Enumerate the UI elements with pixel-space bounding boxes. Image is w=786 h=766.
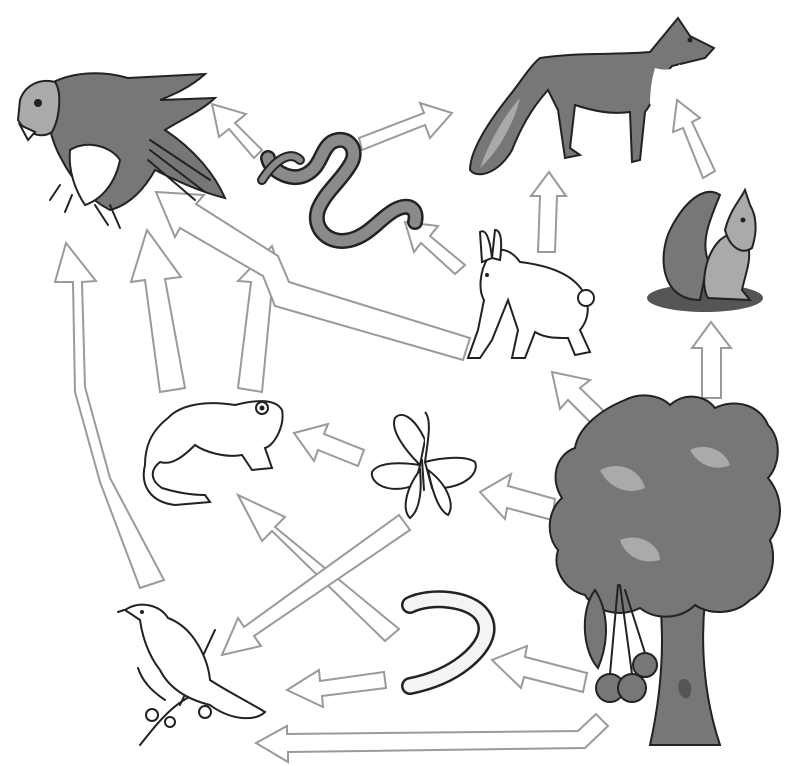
fox-icon xyxy=(470,18,714,174)
hare-icon xyxy=(468,230,594,358)
arrow-snake-to-fox xyxy=(359,103,452,150)
arrow-butterfly-to-frog xyxy=(294,424,364,466)
arrow-tree-to-bird xyxy=(256,714,608,762)
worm-icon xyxy=(410,599,487,686)
arrow-snake-to-falcon xyxy=(212,104,262,158)
tree-icon xyxy=(550,395,780,745)
arrow-tree-to-squirrel xyxy=(692,322,731,398)
arrow-frog-to-falcon xyxy=(131,230,185,392)
arrow-squirrel-to-fox xyxy=(673,100,715,178)
arrow-worm-to-bird xyxy=(287,670,386,707)
arrow-hare-to-fox xyxy=(531,172,566,252)
arrow-tree-to-butterfly xyxy=(480,474,555,520)
arrow-tree-to-worm xyxy=(492,646,587,692)
snake-icon xyxy=(262,140,416,241)
frog-icon xyxy=(144,401,283,505)
butterfly-icon xyxy=(372,412,476,518)
squirrel-icon xyxy=(647,190,763,312)
